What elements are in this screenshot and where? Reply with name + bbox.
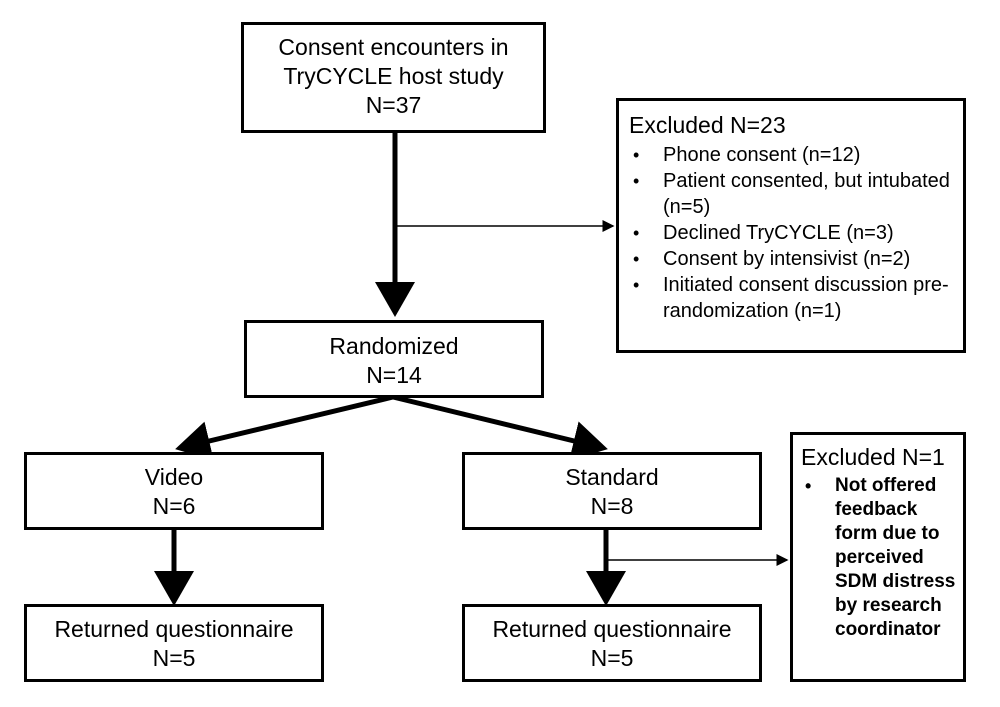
standard-box: Standard N=8 (462, 452, 762, 530)
consent-box: Consent encounters in TryCYCLE host stud… (241, 22, 546, 133)
randomized-count: N=14 (366, 362, 422, 388)
consent-line-2: TryCYCLE host study (283, 63, 504, 89)
video-label: Video (144, 464, 204, 490)
excluded-standard-list: Not offered feedback form due to perceiv… (801, 474, 957, 642)
standard-count: N=8 (590, 493, 634, 519)
excluded-standard-item: Not offered feedback form due to perceiv… (801, 474, 957, 642)
randomized-box: Randomized N=14 (244, 320, 544, 398)
arrow-randomized-to-standard (392, 394, 608, 461)
consent-count: N=37 (365, 92, 422, 118)
video-box: Video N=6 (24, 452, 324, 530)
returned-standard-count: N=5 (590, 645, 634, 671)
excluded-main-item: Initiated consent discussion pre-randomi… (629, 272, 955, 324)
returned-standard-label: Returned questionnaire (492, 616, 732, 642)
excluded-main-item: Patient consented, but intubated (n=5) (629, 168, 955, 220)
returned-video-box: Returned questionnaire N=5 (24, 604, 324, 682)
arrow-randomized-to-video (175, 394, 394, 461)
excluded-main-box: Excluded N=23 Phone consent (n=12) Patie… (616, 98, 966, 353)
returned-standard-box: Returned questionnaire N=5 (462, 604, 762, 682)
video-count: N=6 (152, 493, 196, 519)
excluded-main-item: Consent by intensivist (n=2) (629, 246, 955, 272)
excluded-standard-title: Excluded N=1 (801, 444, 945, 470)
excluded-main-list: Phone consent (n=12) Patient consented, … (629, 142, 955, 324)
returned-video-label: Returned questionnaire (54, 616, 294, 642)
excluded-main-item: Phone consent (n=12) (629, 142, 955, 168)
standard-label: Standard (565, 464, 659, 490)
excluded-standard-box: Excluded N=1 Not offered feedback form d… (790, 432, 966, 682)
excluded-main-item: Declined TryCYCLE (n=3) (629, 220, 955, 246)
consent-line-1: Consent encounters in (278, 34, 509, 60)
returned-video-count: N=5 (152, 645, 196, 671)
excluded-main-title: Excluded N=23 (629, 112, 786, 138)
randomized-label: Randomized (329, 333, 459, 359)
